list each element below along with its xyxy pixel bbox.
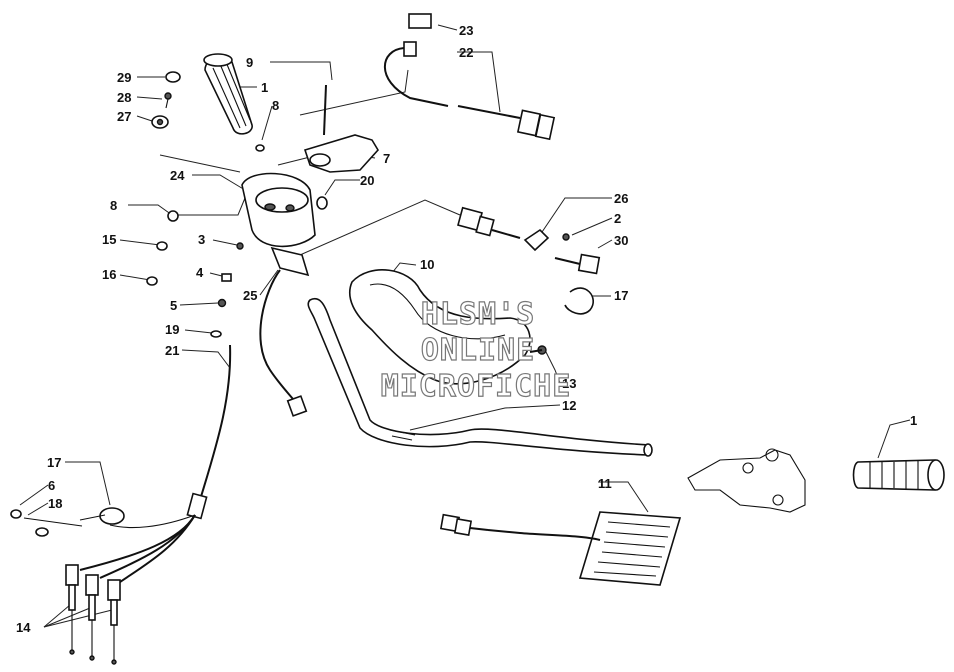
part-wire-22 — [383, 41, 556, 141]
callout-26: 26 — [614, 191, 628, 206]
leader-lines — [19, 24, 911, 628]
part-clip-19 — [210, 330, 222, 338]
part-23 — [408, 13, 432, 29]
callout-8-lower: 8 — [110, 198, 117, 213]
part-connector-26 — [457, 206, 550, 252]
callout-labels: 29 28 27 1 9 8 7 24 20 8 3 15 4 16 25 5 … — [16, 23, 917, 635]
callout-16: 16 — [102, 267, 116, 282]
callout-28: 28 — [117, 90, 131, 105]
callout-1-right: 1 — [910, 413, 917, 428]
part-retainer-17-left — [79, 507, 125, 525]
callout-7: 7 — [383, 151, 390, 166]
callout-3: 3 — [198, 232, 205, 247]
part-throttle-cable-21 — [79, 344, 232, 583]
part-hand-guard-10 — [348, 269, 531, 385]
part-screw-2 — [562, 233, 570, 241]
part-heater-element-11 — [439, 511, 682, 586]
callout-2: 2 — [614, 211, 621, 226]
callout-10: 10 — [420, 257, 434, 272]
part-throttle-housing — [241, 172, 316, 248]
callout-22: 22 — [459, 45, 473, 60]
part-switch-25 — [270, 246, 310, 277]
callout-9: 9 — [246, 55, 253, 70]
watermark-line-3: MICROFICHE — [381, 369, 572, 404]
callout-15: 15 — [102, 232, 116, 247]
part-handlebar-12 — [307, 298, 653, 457]
part-nut-16 — [146, 276, 158, 286]
callout-6: 6 — [48, 478, 55, 493]
callout-18: 18 — [48, 496, 62, 511]
callout-25: 25 — [243, 288, 257, 303]
watermark-line-2: ONLINE — [421, 333, 535, 368]
callout-21: 21 — [165, 343, 179, 358]
callout-11: 11 — [598, 476, 612, 491]
part-throttle-lever — [303, 134, 379, 173]
part-grip-right — [852, 459, 945, 491]
part-18 — [23, 517, 83, 537]
part-washer-8-top — [255, 144, 265, 152]
part-washer-27 — [151, 115, 169, 129]
part-retainer-17 — [564, 287, 594, 315]
part-connector-30 — [554, 253, 601, 275]
callout-30: 30 — [614, 233, 628, 248]
part-bolt-9 — [323, 84, 327, 136]
callout-5: 5 — [170, 298, 177, 313]
callout-13: 13 — [562, 376, 576, 391]
callout-8-top: 8 — [272, 98, 279, 113]
part-washer-15 — [156, 241, 168, 251]
part-switch-connector — [286, 395, 308, 417]
part-plate-4 — [221, 273, 232, 282]
part-6 — [10, 509, 22, 519]
callout-14: 14 — [16, 620, 31, 635]
part-screw-3 — [236, 242, 244, 250]
callout-24: 24 — [170, 168, 185, 183]
part-clip-20 — [316, 196, 328, 210]
callout-19: 19 — [165, 322, 179, 337]
part-cap-29 — [165, 71, 181, 83]
part-washer-8-lower — [167, 210, 179, 222]
part-switch-wire — [259, 269, 299, 406]
callout-4: 4 — [196, 265, 204, 280]
part-grip-left — [203, 53, 253, 135]
part-brake-master-cylinder — [687, 448, 806, 513]
part-screw-28 — [164, 92, 172, 109]
callout-1-left: 1 — [261, 80, 268, 95]
callout-27: 27 — [117, 109, 131, 124]
watermark: HLSM'S ONLINE MICROFICHE — [380, 296, 572, 404]
part-cable-adjusters-14 — [65, 564, 121, 665]
callout-23: 23 — [459, 23, 473, 38]
callout-17-left: 17 — [47, 455, 61, 470]
callout-29: 29 — [117, 70, 131, 85]
part-screw-5 — [217, 298, 227, 308]
part-bolt-13 — [529, 345, 547, 355]
watermark-line-1: HLSM'S — [421, 297, 535, 332]
callout-17-right: 17 — [614, 288, 628, 303]
callout-20: 20 — [360, 173, 374, 188]
callout-12: 12 — [562, 398, 576, 413]
